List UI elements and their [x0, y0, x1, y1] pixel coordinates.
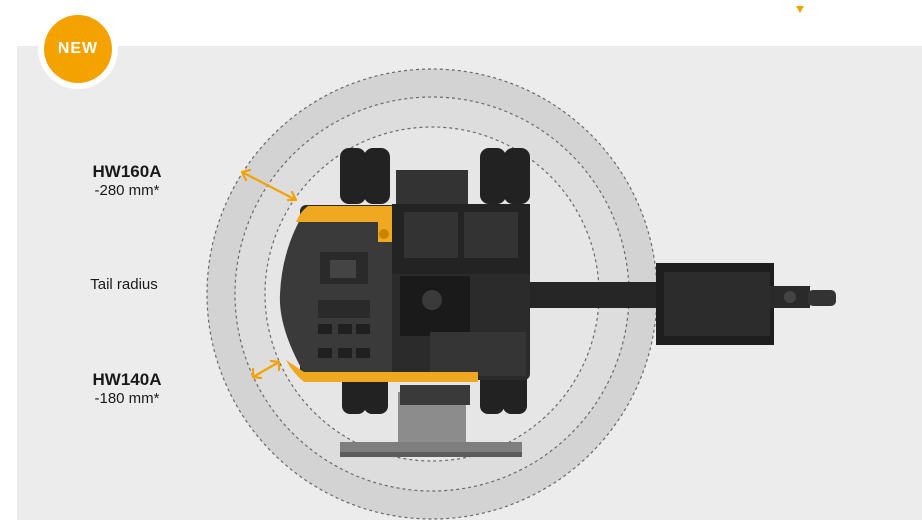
- yellow-body-bottom: [304, 372, 478, 382]
- label-hw160a: HW160A -280 mm*: [82, 162, 172, 199]
- new-badge-label: NEW: [44, 15, 112, 83]
- new-badge: NEW: [38, 9, 118, 89]
- arrow-hw140a-icon: [251, 359, 281, 380]
- hw160a-model: HW160A: [92, 162, 162, 181]
- hw160a-value: -280 mm*: [94, 182, 160, 199]
- label-tail-radius: Tail radius: [90, 276, 158, 293]
- boom-arm: [470, 263, 836, 345]
- hw140a-value: -180 mm*: [94, 390, 160, 407]
- triangle-marker-icon: [796, 6, 804, 13]
- upper-structure: [279, 204, 530, 382]
- chassis: [396, 170, 468, 210]
- label-hw140a: HW140A -180 mm*: [82, 370, 172, 407]
- arrow-hw160a-icon: [240, 168, 298, 202]
- yellow-body-top: [296, 206, 392, 242]
- hw140a-model: HW140A: [92, 370, 162, 389]
